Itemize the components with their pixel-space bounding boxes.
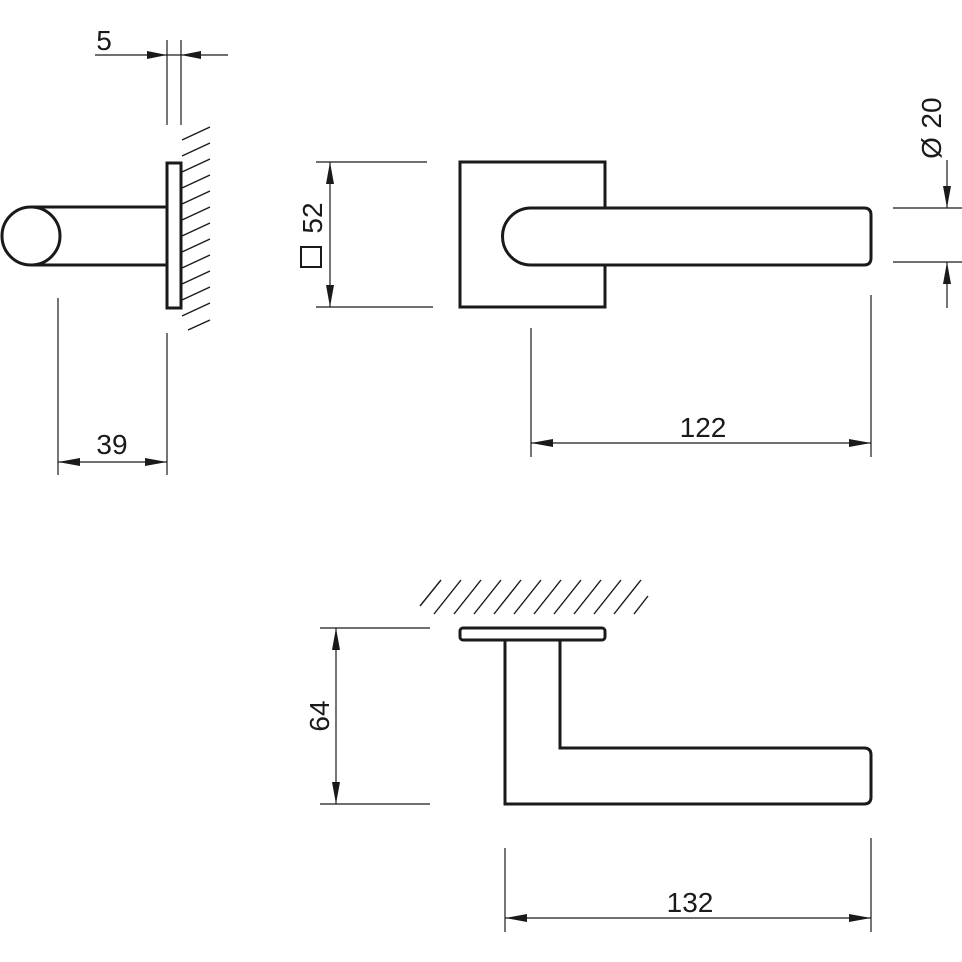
dim-52-arrow-top	[326, 162, 334, 184]
top-view: 64 132	[304, 579, 873, 932]
dim-20-label: 20	[916, 97, 947, 128]
dim-52-arrow-bottom	[326, 285, 334, 307]
dim-132-label: 132	[667, 887, 714, 918]
dim-39-label: 39	[96, 429, 127, 460]
dim-39-arrow-left	[58, 458, 80, 466]
front-view: 52 122 Ø 20	[297, 97, 962, 457]
dim-132-arrow-right	[849, 914, 871, 922]
dim-39-arrow-right	[145, 458, 167, 466]
dim-52-label: 52	[297, 202, 328, 233]
dim-64-arrow-top	[332, 628, 340, 650]
top-rose-plate	[458, 626, 607, 642]
side-view: 5 39	[0, 25, 228, 475]
dim-5-label: 5	[96, 25, 112, 56]
side-wall-hatching	[181, 126, 211, 331]
dim-64-label: 64	[304, 700, 335, 731]
dim-20-arrow-bottom	[943, 262, 951, 284]
dim-122-label: 122	[680, 412, 727, 443]
dim-5-arrow-right	[181, 51, 201, 59]
top-lever	[503, 638, 873, 806]
dim-132-arrow-left	[505, 914, 527, 922]
dim-122-arrow-left	[531, 439, 553, 447]
diameter-symbol-icon: Ø	[916, 137, 947, 159]
side-grip-end-circle	[0, 205, 62, 267]
side-rose-plate	[165, 161, 183, 310]
front-lever	[501, 206, 873, 267]
square-symbol-icon	[300, 246, 322, 268]
top-wall-hatching	[419, 579, 649, 615]
dim-64-arrow-bottom	[332, 782, 340, 804]
dim-5-arrow-left	[147, 51, 167, 59]
dim-122-arrow-right	[849, 439, 871, 447]
dim-20-arrow-top	[943, 186, 951, 208]
